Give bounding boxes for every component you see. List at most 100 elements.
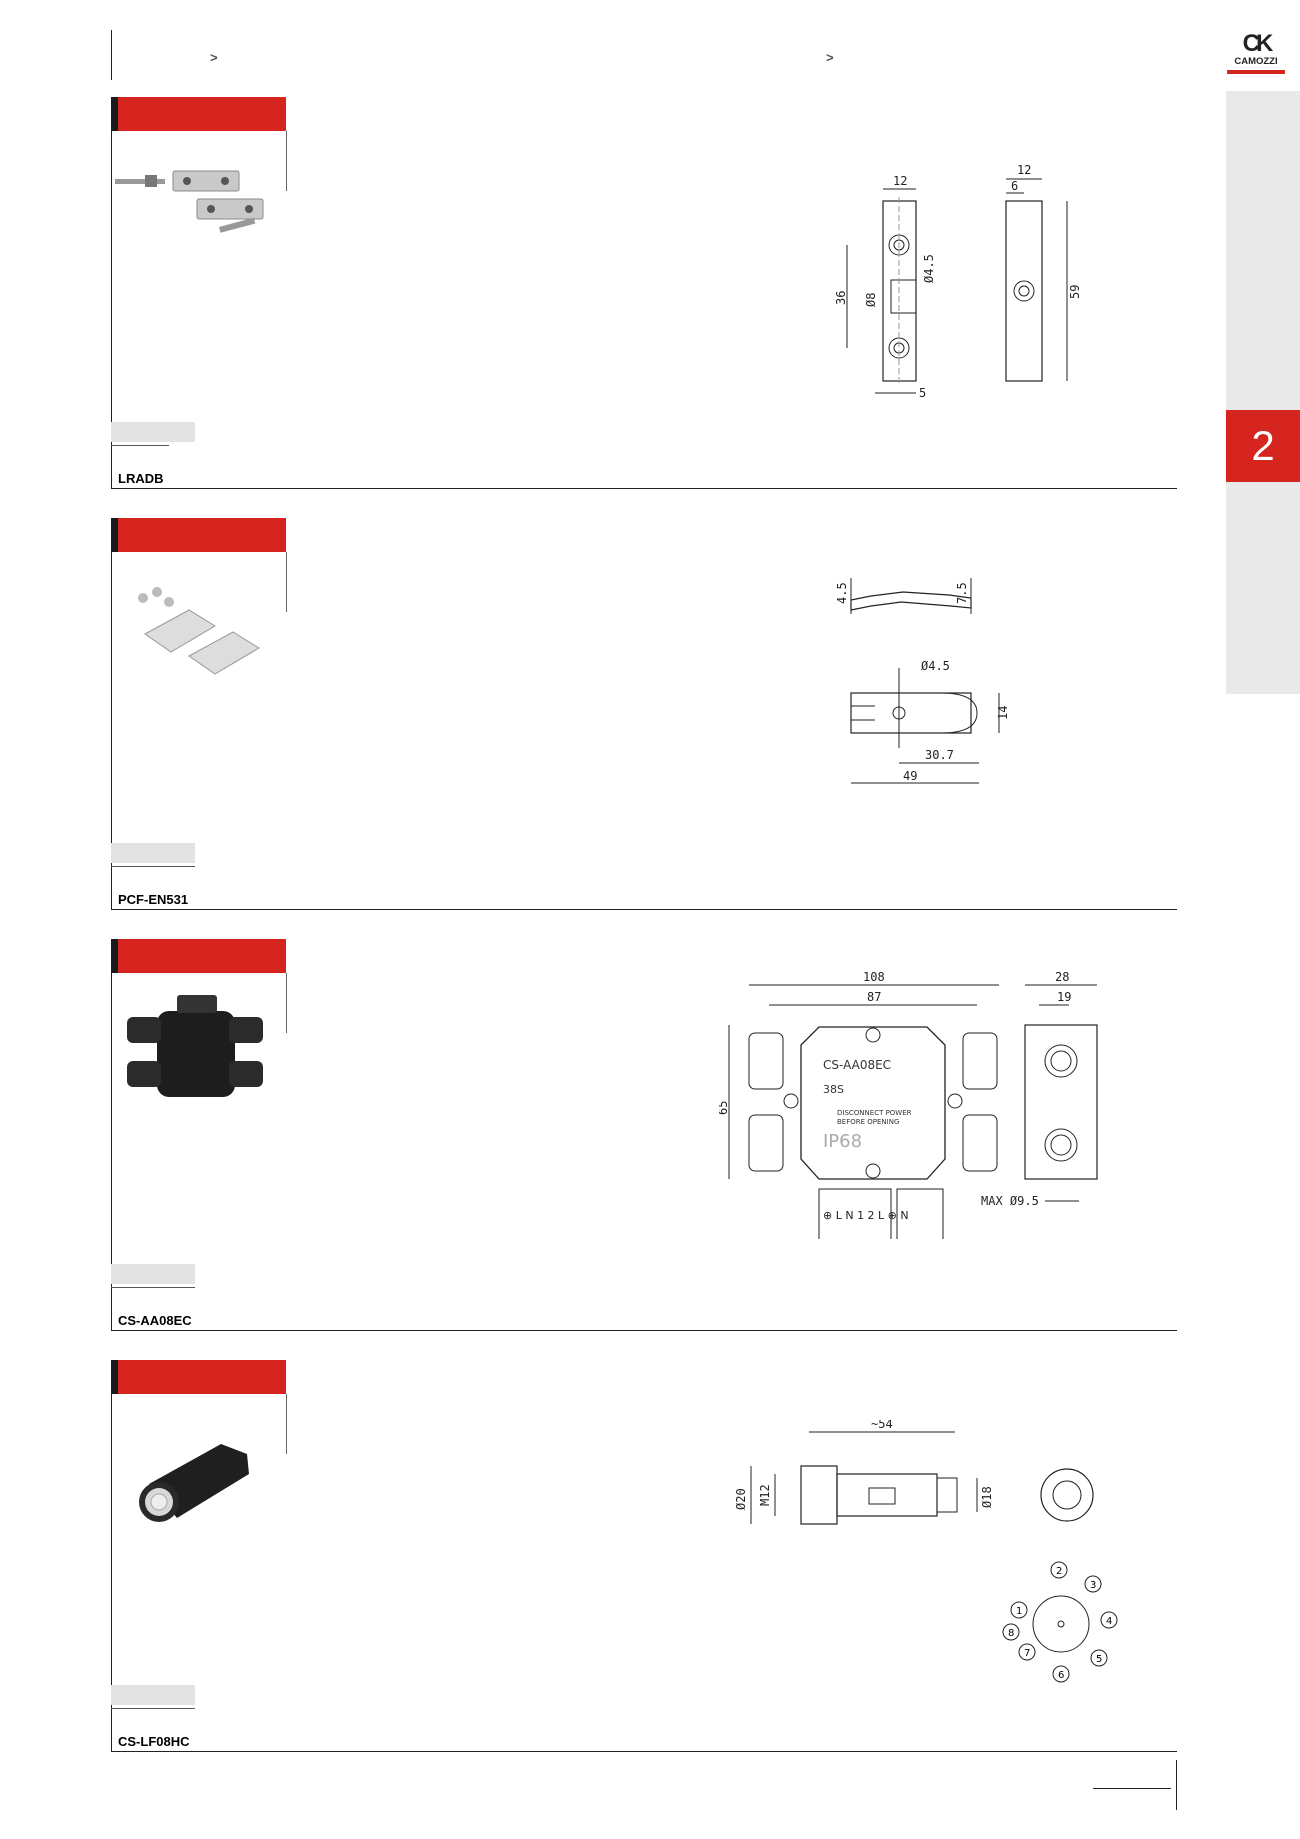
pinout-diagram: 1 2 3 4 5 6 7 8 [1002, 1561, 1118, 1683]
pin-label: 3 [1084, 1575, 1102, 1593]
dim-bore: Ø8 [864, 293, 878, 307]
svg-text:5: 5 [1096, 1654, 1102, 1665]
dim-side-width: 12 [1017, 163, 1031, 177]
ip-rating: IP68 [823, 1131, 862, 1152]
section-bottom-rule [111, 909, 1177, 910]
thumb-frame [286, 1394, 287, 1454]
section-left-rule [111, 939, 112, 1331]
section-label-bg [111, 1264, 195, 1284]
section-header-bar [111, 97, 286, 131]
pin-label: 2 [1050, 1561, 1068, 1579]
code-underline [111, 445, 169, 446]
section-header-accent [111, 97, 118, 131]
footer-divider [1176, 1760, 1177, 1810]
dim-length: 108 [863, 970, 885, 984]
dim-thread: M12 [758, 1484, 772, 1506]
dim-length-partial: 30.7 [925, 748, 954, 762]
svg-text:1: 1 [1016, 1606, 1022, 1617]
code-underline [111, 866, 195, 867]
section-label-bg [111, 843, 195, 863]
product-code: CS-AA08EC [118, 1313, 192, 1328]
pin-label: 1 [1010, 1601, 1028, 1619]
product-section-cs-lf08hc: CS-LF08HC ~54 Ø20 M12 Ø18 1 2 3 4 5 6 7 … [111, 1360, 1177, 1752]
dim-thickness-right: 7.5 [955, 582, 969, 604]
pin-label: 4 [1100, 1611, 1118, 1629]
chapter-tab[interactable]: 2 [1226, 410, 1300, 482]
breadcrumb-separator: > [210, 50, 218, 65]
dim-diameter-18: Ø18 [980, 1486, 994, 1508]
warning-line-1: DISCONNECT POWER [837, 1109, 912, 1117]
thumb-frame [286, 131, 287, 191]
camozzi-logo: CK CAMOZZI [1226, 30, 1286, 76]
product-section-cs-aa08ec: CS-AA08EC 108 87 65 CS-AA08EC 38S DISCON… [111, 939, 1177, 1331]
svg-text:8: 8 [1008, 1628, 1014, 1639]
section-label-bg [111, 422, 195, 442]
dim-hole: Ø4.5 [921, 659, 950, 673]
technical-drawing-lradb: 12 36 Ø8 Ø4.5 5 12 6 59 [834, 163, 1082, 400]
footer-rule [1093, 1788, 1171, 1789]
thumb-frame [286, 973, 287, 1033]
technical-drawing-cs-lf08hc: ~54 Ø20 M12 Ø18 1 2 3 4 5 6 7 8 [734, 1420, 1118, 1683]
dim-side-height: 59 [1068, 285, 1082, 299]
product-code: CS-LF08HC [118, 1734, 190, 1749]
code-underline [111, 1708, 195, 1709]
section-header-accent [111, 1360, 118, 1394]
pin-label: 6 [1052, 1665, 1070, 1683]
section-bottom-rule [111, 488, 1177, 489]
breadcrumb-divider [111, 30, 112, 80]
section-label-bg [111, 1685, 195, 1705]
dim-diameter-20: Ø20 [734, 1488, 748, 1510]
section-left-rule [111, 518, 112, 910]
thumb-frame [286, 552, 287, 612]
section-left-rule [111, 1360, 112, 1752]
svg-text:3: 3 [1090, 1580, 1096, 1591]
section-header-bar [111, 939, 286, 973]
section-header-accent [111, 518, 118, 552]
dim-base: 5 [919, 386, 926, 400]
section-bottom-rule [111, 1751, 1177, 1752]
warning-line-2: BEFORE OPENING [837, 1118, 899, 1126]
product-code: LRADB [118, 471, 164, 486]
svg-text:6: 6 [1058, 1670, 1064, 1681]
product-section-pcf-en531: PCF-EN531 4.5 7.5 Ø4.5 14 30.7 49 [111, 518, 1177, 910]
product-photo-lradb [115, 170, 264, 233]
breadcrumb-separator: > [826, 50, 834, 65]
device-label: CS-AA08EC [823, 1058, 891, 1072]
pin-label: 8 [1002, 1623, 1020, 1641]
product-code: PCF-EN531 [118, 892, 189, 907]
logo-wordmark: CAMOZZI [1234, 56, 1278, 67]
pin-label: 5 [1090, 1649, 1108, 1667]
section-header-bar [111, 1360, 286, 1394]
section-header-bar [111, 518, 286, 552]
dim-side-half: 6 [1011, 179, 1018, 193]
product-section-lradb: LRADB 12 36 Ø8 Ø4.5 5 12 6 59 [111, 97, 1177, 489]
dim-height: 36 [834, 291, 848, 305]
dim-length-total: 49 [903, 769, 917, 783]
dim-hole: Ø4.5 [922, 254, 936, 283]
svg-text:7: 7 [1024, 1648, 1030, 1659]
dim-cable-max: MAX Ø9.5 [981, 1194, 1039, 1208]
logo-mark: CK [1242, 30, 1274, 57]
dim-length-inner: 87 [867, 990, 881, 1004]
dim-depth: 28 [1055, 970, 1069, 984]
dim-width: 12 [893, 174, 907, 188]
technical-drawing-pcf-en531: 4.5 7.5 Ø4.5 14 30.7 49 [835, 578, 1010, 784]
logo-underline [1227, 70, 1285, 74]
section-header-accent [111, 939, 118, 973]
dim-thickness-left: 4.5 [835, 582, 849, 604]
svg-text:4: 4 [1106, 1616, 1112, 1627]
device-sub-label: 38S [823, 1083, 844, 1096]
dim-length: ~54 [871, 1420, 893, 1431]
chapter-sidebar [1226, 91, 1300, 694]
product-photo-cs-lf08hc [139, 1444, 249, 1522]
section-bottom-rule [111, 1330, 1177, 1331]
svg-text:2: 2 [1056, 1566, 1062, 1577]
dim-height: 14 [996, 706, 1010, 720]
code-underline [111, 1287, 195, 1288]
dim-depth-inner: 19 [1057, 990, 1071, 1004]
pin-label: 7 [1018, 1643, 1036, 1661]
product-photo-cs-aa08ec [127, 995, 263, 1097]
technical-drawing-cs-aa08ec: 108 87 65 CS-AA08EC 38S DISCONNECT POWER… [719, 970, 1098, 1239]
dim-height: 65 [719, 1101, 730, 1115]
terminal-labels: ⊕ L N 1 2 L ⊕ N [823, 1209, 909, 1222]
